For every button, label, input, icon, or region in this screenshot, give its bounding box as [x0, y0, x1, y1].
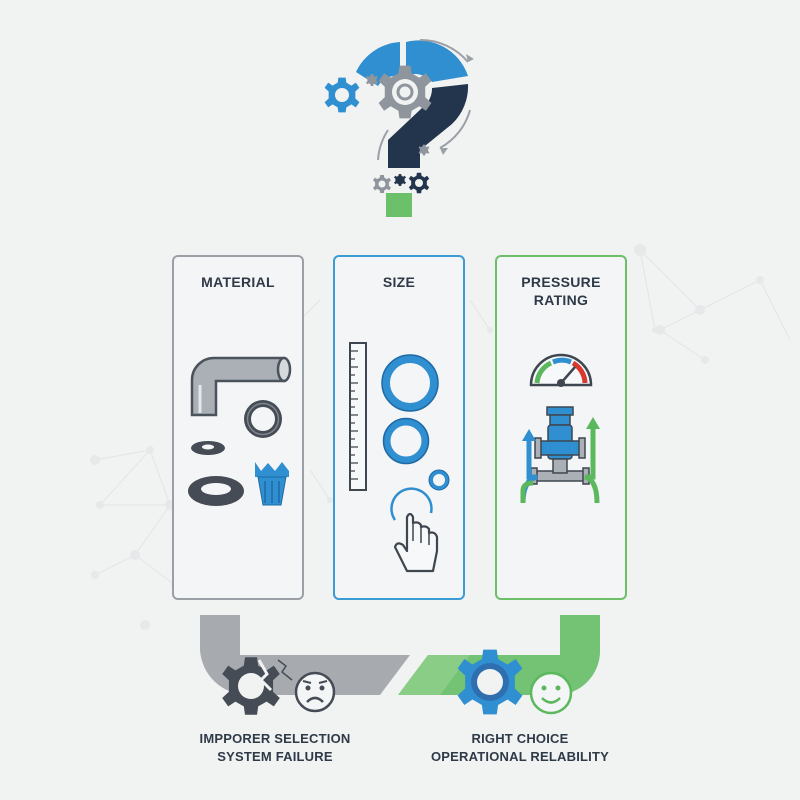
- pressure-title-line1: PRESSURE: [521, 274, 601, 290]
- pressure-rating-card: PRESSURE RATING: [495, 255, 627, 600]
- pressure-title-line2: RATING: [533, 292, 589, 308]
- large-ring-icon: [381, 354, 439, 412]
- failure-caption: IMPPORER SELECTION SYSTEM FAILURE: [185, 730, 365, 766]
- size-card: SIZE: [333, 255, 465, 600]
- pressure-gauge-icon: [529, 353, 593, 387]
- pipe-elbow-icon: [190, 356, 292, 417]
- flat-washer-icon: [191, 441, 225, 455]
- question-mark-icon: [324, 38, 474, 217]
- fitting-icon: [255, 462, 289, 506]
- sad-face-icon: [294, 671, 336, 713]
- crack-icon: [277, 659, 293, 681]
- pointer-hand-icon: [390, 487, 439, 573]
- medium-ring-icon: [382, 417, 430, 465]
- network-nodes: [90, 244, 764, 630]
- o-ring-icon: [188, 476, 244, 506]
- success-caption: RIGHT CHOICE OPERATIONAL RELABILITY: [425, 730, 615, 766]
- happy-face-icon: [529, 671, 573, 715]
- broken-gear-icon: [222, 657, 280, 715]
- size-illustration: [349, 342, 450, 573]
- material-card: MATERIAL: [172, 255, 304, 600]
- success-caption-line2: OPERATIONAL RELABILITY: [431, 749, 609, 764]
- gear-icon: [457, 649, 523, 715]
- flow-arrows-icon: [520, 417, 600, 504]
- material-card-title: MATERIAL: [201, 274, 275, 290]
- material-illustration: [188, 356, 292, 506]
- small-ring-icon: [428, 469, 450, 491]
- size-card-title: SIZE: [382, 274, 416, 290]
- failure-caption-line2: SYSTEM FAILURE: [217, 749, 333, 764]
- failure-caption-line1: IMPPORER SELECTION: [199, 731, 351, 746]
- pressure-illustration: [520, 353, 600, 504]
- pressure-rating-card-title: PRESSURE RATING: [497, 273, 625, 309]
- washer-icon: [244, 400, 282, 438]
- valve-icon: [530, 406, 590, 485]
- success-caption-line1: RIGHT CHOICE: [471, 731, 569, 746]
- ruler-icon: [349, 342, 367, 491]
